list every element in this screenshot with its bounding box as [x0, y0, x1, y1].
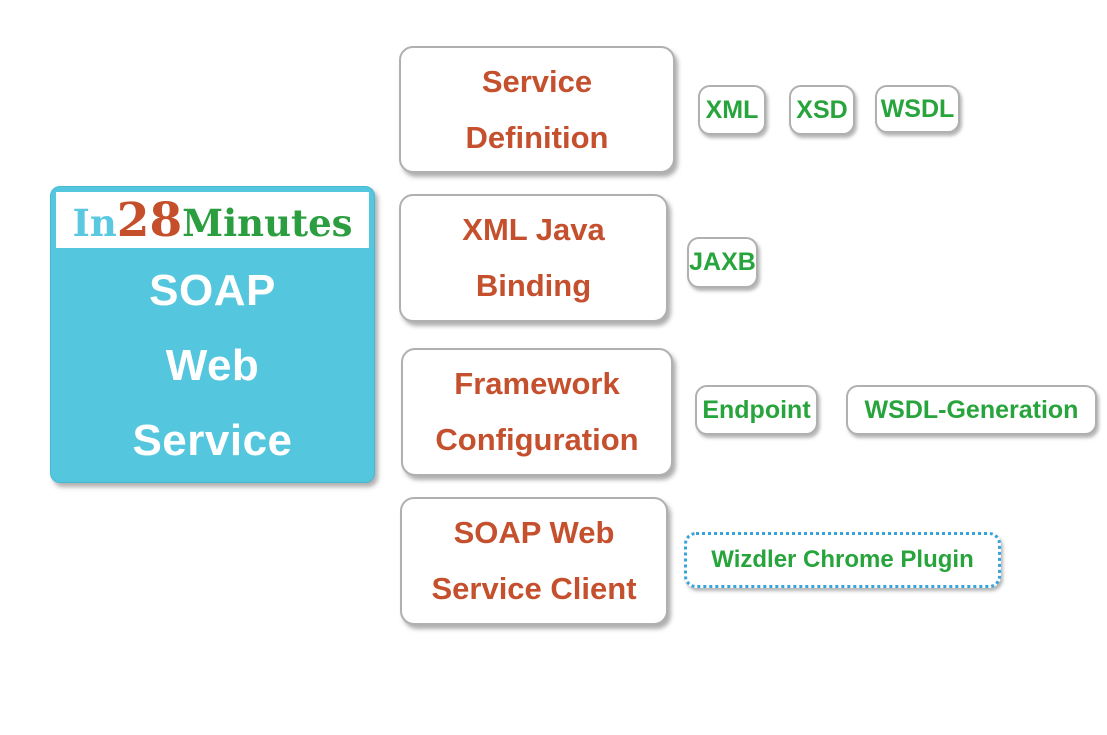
concept-title-line: Definition: [465, 119, 609, 155]
concept-box-xml-java-binding: XML Java Binding: [399, 194, 668, 322]
brand-title: SOAP Web Service: [51, 248, 374, 482]
badge-wsdl-generation: WSDL-Generation: [846, 385, 1097, 435]
logo-in-text: In: [72, 200, 117, 245]
brand-title-line: Service: [132, 415, 293, 465]
badge-wsdl: WSDL: [875, 85, 960, 133]
badge-xml: XML: [698, 85, 766, 135]
brand-title-line: Web: [165, 340, 260, 390]
brand-box: In28Minutes SOAP Web Service: [50, 186, 375, 483]
concept-title-line: Framework: [454, 366, 620, 401]
concept-title-line: Binding: [475, 268, 592, 303]
concept-title-line: Configuration: [435, 422, 639, 457]
concept-title-line: XML Java: [462, 212, 605, 247]
badge-xsd: XSD: [789, 85, 855, 135]
badge-wizdler-chrome-plugin: Wizdler Chrome Plugin: [684, 532, 1001, 588]
badge-jaxb: JAXB: [687, 237, 758, 288]
badge-endpoint: Endpoint: [695, 385, 818, 435]
logo-minutes-text: Minutes: [182, 200, 353, 245]
concept-title-line: Service: [481, 63, 593, 99]
logo-28-text: 28: [116, 192, 183, 248]
concept-title-line: SOAP Web: [453, 515, 615, 550]
brand-title-line: SOAP: [149, 265, 276, 315]
brand-logo: In28Minutes: [73, 197, 353, 244]
concept-title-line: Service Client: [431, 571, 637, 606]
concept-box-soap-web-service-client: SOAP Web Service Client: [400, 497, 668, 625]
concept-box-framework-configuration: Framework Configuration: [401, 348, 673, 476]
concept-box-service-definition: Service Definition: [399, 46, 675, 173]
brand-logo-strip: In28Minutes: [56, 192, 369, 248]
